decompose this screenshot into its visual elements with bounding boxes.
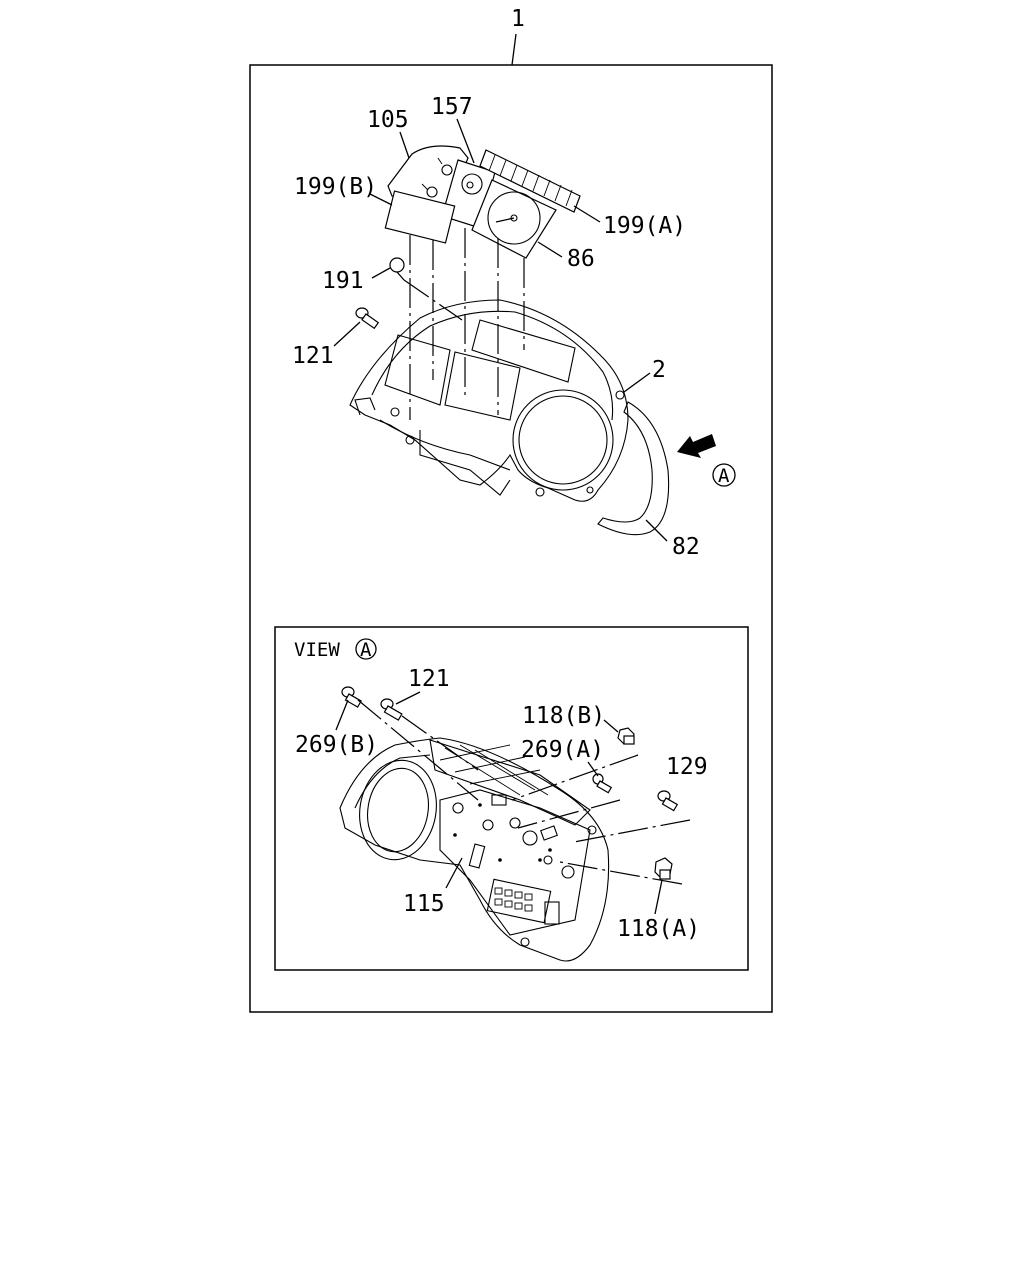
leader-191: [371, 267, 391, 279]
outer-frame: [249, 64, 773, 1013]
hood-82: [597, 401, 670, 536]
callout-2: 2: [652, 357, 666, 383]
telltale-strip-199a: [479, 149, 581, 213]
view-marker-circle: [712, 463, 736, 487]
screw-129: [657, 790, 679, 812]
mount-line-118b: [511, 754, 639, 801]
mount-line-129: [573, 819, 691, 843]
callout-121: 121: [292, 343, 334, 369]
rear-case-and-circuit-board-115: [339, 737, 610, 962]
view-panel-title-word: VIEW: [294, 639, 340, 661]
view-leader-269a: [587, 761, 599, 777]
speedometer-dial-86: [471, 179, 557, 259]
leader-157: [456, 118, 475, 164]
view-callout-115: 115: [403, 891, 445, 917]
leader-199b: [369, 193, 393, 206]
view-panel-title-circle: [355, 638, 377, 660]
callout-199a: 199(A): [603, 213, 686, 239]
view-a-rear-view: VIEW A: [294, 638, 708, 962]
leader-121: [333, 321, 361, 347]
screw-191: [389, 257, 405, 281]
view-callout-118a: 118(A): [617, 916, 700, 942]
callout-199b: 199(B): [294, 174, 377, 200]
view-leader-115: [445, 857, 463, 889]
assembly-number-label: 1: [511, 6, 525, 32]
view-leader-121: [395, 691, 421, 705]
leader-82: [645, 519, 668, 542]
mount-line-269b: [357, 699, 479, 801]
assembly-leader: [511, 33, 517, 66]
leader-2: [623, 372, 651, 393]
explode-line-6: [403, 279, 463, 321]
meter-case-2: [349, 299, 629, 502]
screw-269b: [341, 686, 362, 708]
view-panel-title-marker: A: [360, 639, 372, 661]
callout-82: 82: [672, 534, 700, 560]
callout-157: 157: [431, 94, 473, 120]
view-direction-arrow: [677, 434, 716, 458]
main-exploded-view: A 105 157 199(B) 199(A) 86 191 121 2 82: [292, 94, 736, 560]
view-leader-118a: [654, 879, 663, 915]
leader-86: [537, 241, 563, 258]
screw-121-view: [380, 698, 403, 721]
view-callout-118b: 118(B): [522, 703, 605, 729]
view-marker-letter: A: [718, 465, 730, 487]
screw-269a: [592, 773, 613, 794]
view-a-panel: [274, 626, 749, 971]
view-leader-118b: [603, 719, 619, 733]
leader-199a: [573, 205, 601, 223]
label-plate-199b: [384, 190, 456, 244]
mount-line-121: [401, 715, 479, 771]
nut-118a: [654, 857, 673, 880]
callout-105: 105: [367, 107, 409, 133]
view-callout-121: 121: [408, 666, 450, 692]
view-leader-269b: [335, 699, 349, 731]
view-callout-269b: 269(B): [295, 732, 378, 758]
callout-191: 191: [322, 268, 364, 294]
mount-line-269a: [517, 799, 621, 829]
nut-118b: [617, 727, 635, 745]
view-callout-129: 129: [666, 754, 708, 780]
view-callout-269a: 269(A): [521, 737, 604, 763]
callout-86: 86: [567, 246, 595, 272]
screw-121: [355, 307, 380, 330]
leader-105: [399, 131, 410, 159]
